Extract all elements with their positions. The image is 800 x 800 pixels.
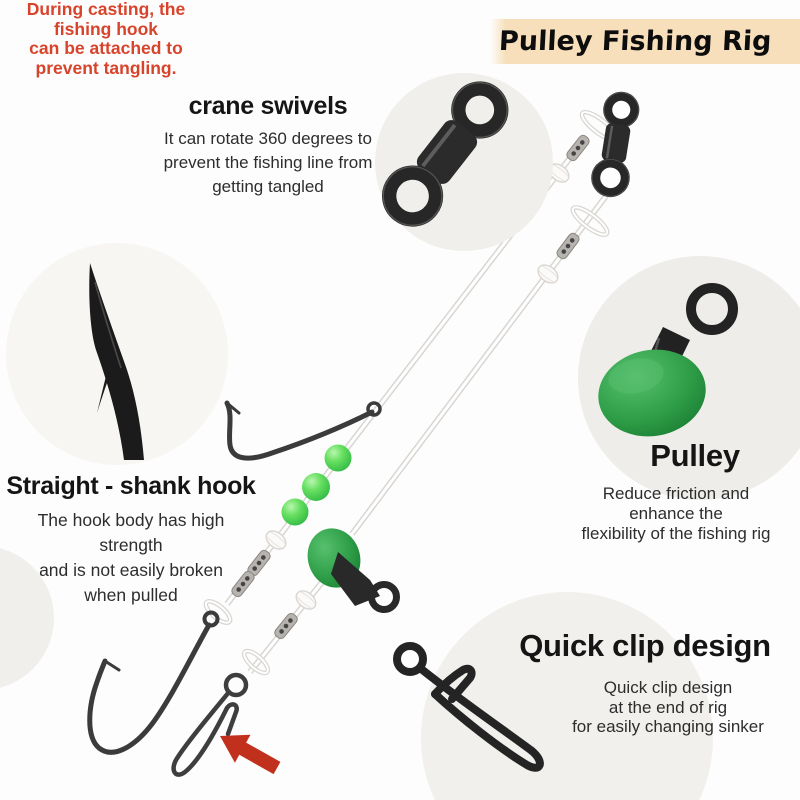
line-loop	[241, 648, 271, 676]
callout-pulley: Pulley Reduce friction and enhance the f…	[552, 438, 800, 544]
callout-crane-swivels: crane swivels It can rotate 360 degrees …	[142, 92, 394, 199]
pulley-bead-photo	[307, 528, 400, 613]
callout-quick-clip: Quick clip design Quick clip design at t…	[500, 628, 790, 737]
crimp-sleeve	[554, 231, 582, 261]
crane-swivels-heading: crane swivels	[188, 92, 348, 120]
shank-hook-description: The hook body has high strength and is n…	[37, 510, 225, 605]
rig-quick-clip	[171, 672, 249, 777]
title-text: Pulley Fishing Rig	[498, 26, 773, 57]
shank-hook-heading: Straight - shank hook	[6, 472, 256, 500]
casting-warning-note: During casting, the fishing hook can be …	[26, 0, 186, 78]
crimp-sleeve	[564, 133, 592, 163]
pulley-description: Reduce friction and enhance the flexibil…	[581, 484, 771, 543]
callout-shank-hook: Straight - shank hook The hook body has …	[0, 472, 262, 608]
warning-arrow	[220, 734, 281, 775]
swivel-closeup-circle	[375, 73, 553, 251]
clip-closeup-circle	[421, 592, 713, 800]
hook-point-closeup	[89, 263, 144, 460]
crimp-sleeve	[272, 611, 300, 641]
quick-clip-description: Quick clip design at the end of rig for …	[572, 678, 764, 736]
line-loop	[203, 599, 233, 625]
luminous-beads	[281, 444, 352, 526]
pulley-heading: Pulley	[650, 438, 740, 473]
pulley-closeup	[598, 283, 738, 437]
crane-swivels-description: It can rotate 360 degrees to prevent the…	[163, 129, 373, 196]
rig-hook-lower	[87, 610, 220, 755]
quick-clip-closeup	[393, 642, 544, 772]
rig-swivel	[589, 90, 642, 199]
quick-clip-heading: Quick clip design	[519, 628, 771, 663]
corner-blob	[0, 548, 54, 688]
rig-hook-upper	[224, 400, 382, 461]
title-banner: Pulley Fishing Rig	[490, 19, 800, 64]
